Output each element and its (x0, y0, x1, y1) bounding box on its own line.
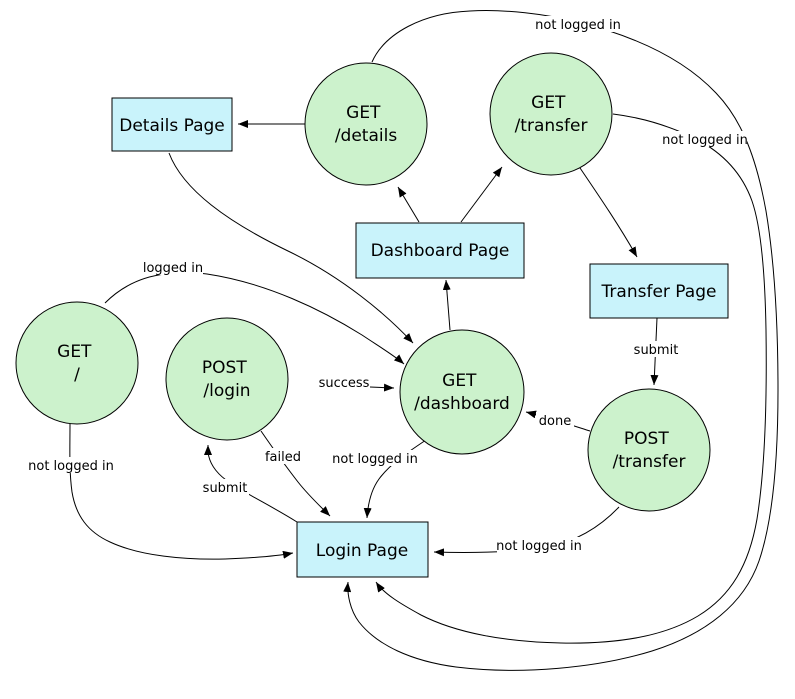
label-bg-not-logged-in-bottom (497, 537, 581, 553)
get-transfer-circle (489, 52, 613, 176)
edge-label-submit-transfer: submit (634, 343, 679, 358)
node-post-transfer: POST /transfer (587, 388, 711, 512)
node-get-transfer: GET /transfer (489, 52, 613, 176)
node-dashboard-page: Dashboard Page (355, 222, 525, 279)
edge-get-root-to-login-page (69, 422, 294, 560)
label-bg-logged-in (143, 259, 203, 275)
label-bg-not-logged-in-mid (333, 450, 417, 466)
edge-get-transfer-to-transfer-page (577, 164, 638, 258)
label-bg-done (536, 412, 574, 427)
edge-details-page-to-get-dashboard (168, 152, 414, 344)
login-page-label: Login Page (316, 541, 408, 561)
post-login-label: POST /login (202, 358, 252, 401)
node-details-page: Details Page (111, 97, 233, 152)
edge-label-done: done (539, 414, 571, 429)
edge-label-logged-in: logged in (143, 261, 203, 276)
node-get-details: GET /details (304, 62, 428, 186)
details-page-label: Details Page (119, 116, 225, 136)
get-details-circle (304, 62, 428, 186)
edge-label-failed: failed (265, 450, 301, 465)
dashboard-page-label: Dashboard Page (371, 241, 510, 261)
get-root-circle (15, 301, 139, 425)
edge-label-success: success (319, 376, 370, 391)
transfer-page-rect (589, 263, 729, 319)
label-bg-submit-login (201, 479, 249, 495)
edge-get-root-to-get-dashboard (104, 272, 405, 365)
post-transfer-label: POST /transfer (613, 429, 686, 472)
edge-dashboard-page-to-get-transfer (460, 166, 503, 223)
edge-dashboard-page-to-get-details (397, 186, 420, 223)
login-page-rect (296, 521, 429, 578)
post-login-circle (165, 317, 289, 441)
node-get-root: GET / (15, 301, 139, 425)
get-details-label: GET /details (335, 103, 398, 146)
get-dashboard-circle (399, 329, 525, 455)
edge-label-submit-login: submit (203, 481, 248, 496)
post-transfer-circle (587, 388, 711, 512)
edge-label-not-logged-in-mid: not logged in (332, 452, 418, 467)
node-post-login: POST /login (165, 317, 289, 441)
node-transfer-page: Transfer Page (589, 263, 729, 319)
edge-label-not-logged-in-top: not logged in (535, 18, 621, 33)
get-dashboard-label: GET /dashboard (414, 371, 510, 414)
edge-get-transfer-to-login-page-loop (375, 113, 767, 644)
label-bg-failed (263, 448, 303, 464)
label-bg-not-logged-in-top (536, 16, 620, 32)
node-login-page: Login Page (296, 521, 429, 578)
edge-label-not-logged-in-bottom: not logged in (496, 539, 582, 554)
details-page-rect (111, 97, 233, 152)
transfer-page-label: Transfer Page (601, 282, 717, 302)
node-get-dashboard: GET /dashboard (399, 329, 525, 455)
dashboard-page-rect (355, 222, 525, 279)
edge-label-not-logged-in-right: not logged in (662, 133, 748, 148)
get-transfer-label: GET /transfer (515, 93, 588, 136)
get-root-label: GET / (57, 342, 97, 385)
label-bg-not-logged-in-left (29, 457, 113, 473)
label-bg-success (318, 374, 370, 390)
label-bg-not-logged-in-right (663, 131, 747, 147)
edge-get-dashboard-to-dashboard-page (442, 279, 451, 331)
edge-label-not-logged-in-left: not logged in (28, 459, 114, 474)
label-bg-submit-transfer (632, 341, 680, 357)
edge-post-login-to-login-page (260, 430, 331, 517)
